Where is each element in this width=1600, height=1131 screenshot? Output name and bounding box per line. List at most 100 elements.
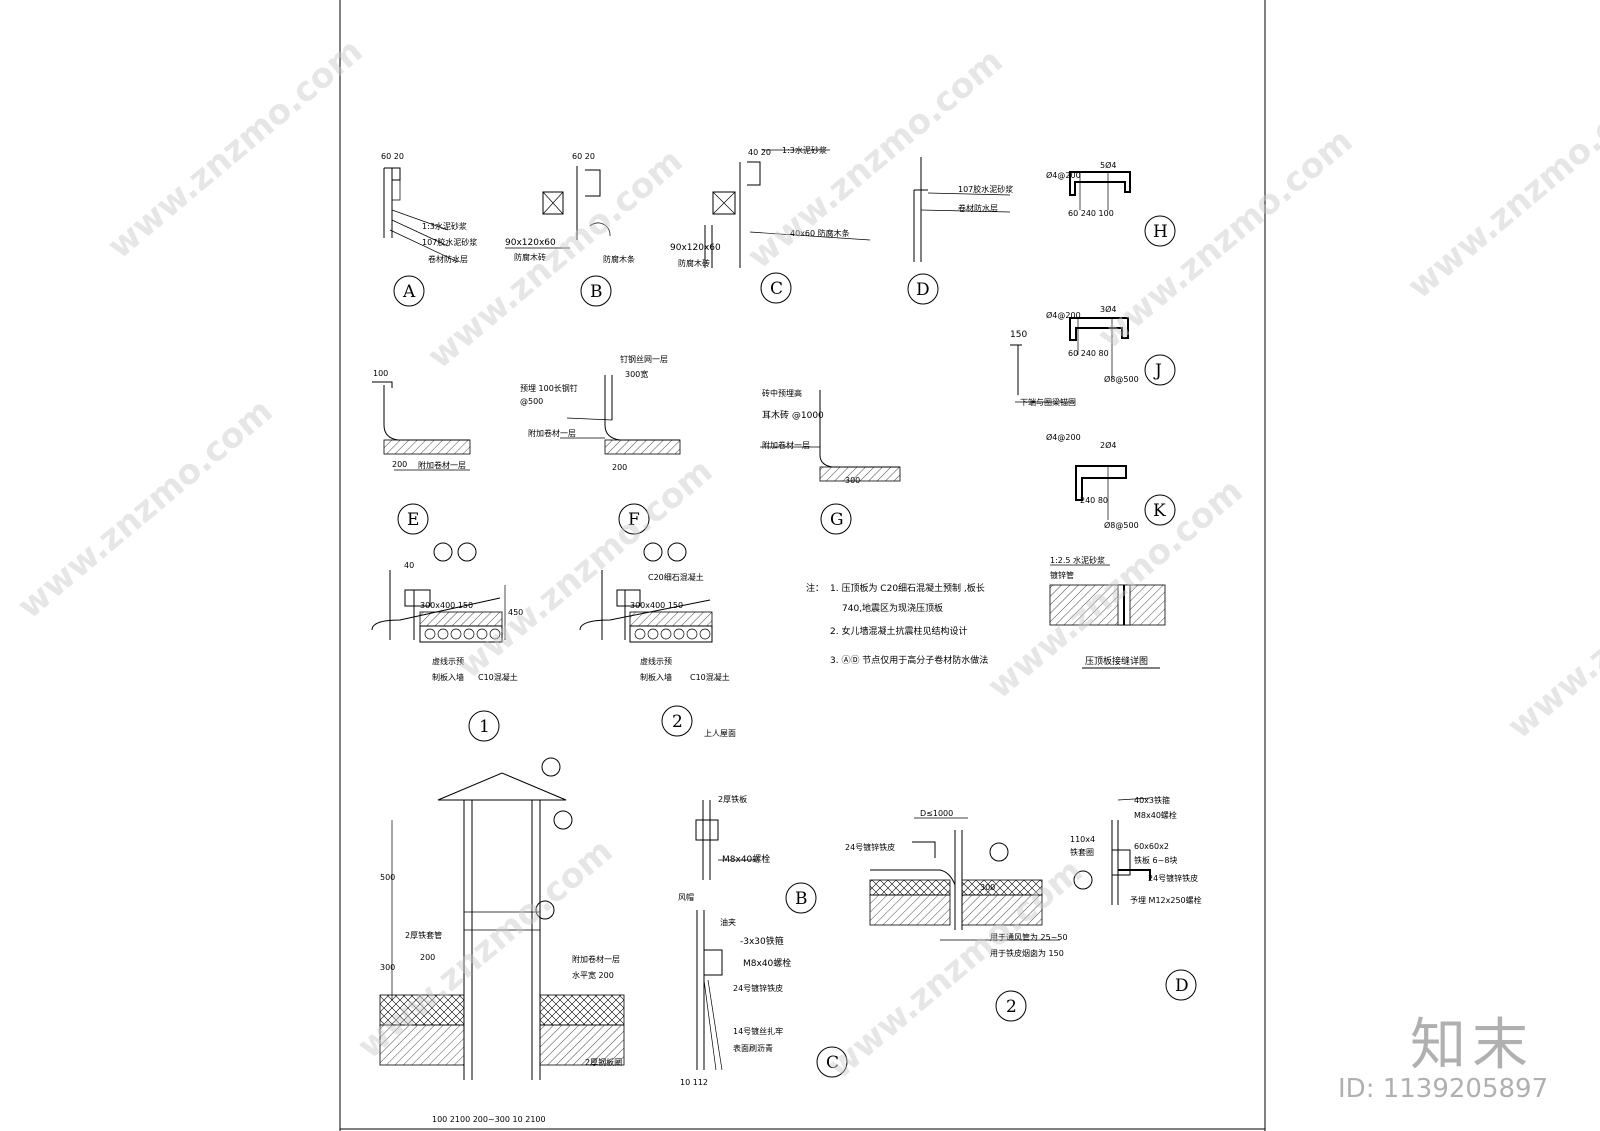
detail-h-note-3: 60 240 100 (1068, 209, 1114, 218)
watermark-layer: www.znzmo.com www.znzmo.com www.znzmo.co… (10, 31, 1600, 1087)
section-1: 40 300x400 150 450 虚线示预 制板入墙 C10混凝土 (371, 542, 523, 682)
section-1-dim-3: 450 (508, 608, 523, 617)
detail-b: 60 20 90x120x60 防腐木砖 防腐木条 (505, 152, 635, 264)
detail-h-label: H (1144, 215, 1176, 247)
section-2: C20细石混凝土 300x400 150 虚线示预 制板入墙 C10混凝土 上人… (579, 542, 736, 738)
vent-section: 500 2厚铁套管 300 200 附加卷材一层 水平宽 200 2厚钢板圈 1… (379, 757, 625, 1124)
vent-note-3: 水平宽 200 (572, 970, 614, 980)
watermark-text-4: www.znzmo.com (1090, 121, 1360, 357)
section-2-hollow-cores (634, 628, 711, 640)
detail-e-dim-1: 100 (373, 369, 388, 378)
chimney-detail-d-label: D (1165, 969, 1197, 1001)
detail-k-label-text: K (1153, 501, 1166, 521)
vent-bottom-dims: 100 2100 200~300 10 2100 (432, 1115, 546, 1124)
detail-e: 100 200 附加卷材一层 (372, 369, 471, 471)
chimney-note-2: M8x40螺栓 (1134, 810, 1177, 820)
detail-j-note-4: 60 240 80 (1068, 349, 1109, 358)
joint-note-2: 镀锌管 (1050, 570, 1074, 580)
detail-c-note-3: 90x120x60 (670, 243, 721, 253)
chimney-note-4: 铁套圈 (1070, 847, 1094, 857)
detail-k-note-4: Ø8@500 (1104, 520, 1139, 530)
flashing-section: D≤1000 24号镀锌铁皮 用于通风管为 25~50 用于铁皮烟囱为 150 … (845, 809, 1068, 958)
vent-c-note-5: 14号镀丝扎牢 (733, 1026, 783, 1036)
notes-block: 注： 1. 压顶板为 C20细石混凝土预制 ,板长 740,地震区为现浇压顶板 … (806, 582, 988, 666)
detail-g-note-3: 附加卷材一层 (762, 440, 810, 450)
detail-k-note-3: 240 80 (1080, 496, 1108, 505)
detail-j-note-1: Ø4@200 (1046, 310, 1081, 320)
detail-g-label-text: G (830, 510, 844, 530)
detail-j-note-2: 3Ø4 (1100, 304, 1116, 314)
section-2-dim: 300x400 150 (630, 601, 683, 610)
section-1-note-3: C10混凝土 (478, 672, 518, 682)
chimney-note-8: 予埋 M12x250螺栓 (1130, 895, 1202, 905)
section-2-note-4: C10混凝土 (690, 672, 730, 682)
note-1: 1. 压顶板为 C20细石混凝土预制 ,板长 (830, 582, 985, 594)
detail-f-note-5: 附加卷材一层 (528, 428, 576, 438)
vent-c-note-6: 表面刷沥青 (733, 1043, 773, 1053)
detail-h-label-text: H (1153, 222, 1168, 242)
chimney-note-1: 40x3铁箍 (1134, 795, 1170, 805)
flashing-note-1: 24号镀锌铁皮 (845, 842, 895, 852)
detail-f-note-2: 300宽 (625, 369, 648, 379)
section-1-note-1: 虚线示预 (432, 656, 464, 666)
detail-j-label: J (1144, 354, 1176, 386)
watermark-text-7: www.znzmo.com (450, 451, 720, 687)
detail-f-note-4: @500 (520, 397, 543, 406)
section-2-note-3: 制板入墙 (640, 672, 672, 682)
vent-dim-1: 500 (380, 873, 395, 882)
detail-g: 砖中预埋高 耳木砖 @1000 附加卷材一层 300 (760, 388, 901, 485)
watermark-text-5: www.znzmo.com (1400, 71, 1600, 307)
detail-f-label: F (618, 503, 650, 535)
vent-b-note-3: 风帽 (678, 892, 694, 902)
section-2-caption: 上人屋面 (704, 729, 736, 738)
flashing-note-3: 用于铁皮烟囱为 150 (990, 948, 1064, 958)
vent-c-note-1: 油夹 (720, 917, 736, 927)
detail-h-note-2: 5Ø4 (1100, 160, 1116, 170)
vent-note-2: 附加卷材一层 (572, 954, 620, 964)
watermark-text-6: www.znzmo.com (10, 391, 280, 627)
vent-c-note-2: -3x30铁箍 (740, 935, 784, 947)
detail-e-label-text: E (407, 510, 419, 530)
flashing-section-label-text: 2 (1006, 997, 1017, 1017)
detail-b-note-1: 90x120x60 (505, 238, 556, 248)
note-2: 2. 女儿墙混凝土抗震柱见结构设计 (830, 625, 967, 637)
vent-detail-c-label-text: C (826, 1053, 839, 1073)
detail-h: Ø4@200 5Ø4 60 240 100 (1046, 160, 1131, 218)
detail-h-note-1: Ø4@200 (1046, 170, 1081, 180)
detail-e-label: E (397, 503, 429, 535)
detail-b-label-text: B (590, 282, 603, 302)
detail-c-note-4: 防腐木砖 (678, 258, 710, 268)
note-1b: 740,地震区为现浇压顶板 (842, 602, 943, 614)
section-1-label-text: 1 (479, 717, 490, 737)
joint-note-1: 1:2.5 水泥砂浆 (1050, 555, 1105, 565)
section-2-label: 2 (661, 705, 693, 737)
joint-title: 压顶板接缝详图 (1085, 655, 1148, 667)
drawing-id-watermark: ID: 1139205897 (1338, 1074, 1549, 1104)
brand-watermark: 知末 (1410, 1013, 1534, 1078)
vent-detail-b-label: B (785, 882, 817, 914)
vent-dim-2: 300 (380, 963, 395, 972)
detail-d-label-text: D (916, 280, 930, 300)
detail-j-note-6: 下端与圈梁锚固 (1020, 397, 1076, 407)
section-1-dim-2: 300x400 150 (420, 601, 473, 610)
detail-a-label-text: A (402, 282, 416, 302)
detail-j: Ø4@200 3Ø4 150 60 240 80 Ø8@500 下端与圈梁锚固 (1010, 304, 1139, 407)
detail-a-note-1: 1:3水泥砂浆 (422, 221, 467, 231)
vent-note-1: 2厚铁套管 (405, 930, 442, 940)
flashing-dim: D≤1000 (920, 809, 953, 818)
vent-b-note-2: M8x40螺栓 (722, 853, 770, 865)
chimney-note-6: 铁板 6~8块 (1134, 855, 1177, 865)
detail-d-note-1: 107胶水泥砂浆 (958, 184, 1013, 194)
detail-b-note-2: 防腐木砖 (514, 252, 546, 262)
vent-detail-b-label-text: B (795, 889, 808, 909)
detail-c-dimension: 40 20 (748, 148, 771, 157)
vent-c-note-3: M8x40螺栓 (743, 957, 791, 969)
detail-c-label-text: C (770, 279, 783, 299)
section-1-dim-1: 40 (404, 561, 414, 570)
detail-g-note-2: 耳木砖 @1000 (762, 409, 824, 421)
detail-f-note-1: 钉钢丝网一层 (620, 354, 668, 364)
watermark-text-9: www.znzmo.com (1500, 511, 1600, 747)
detail-f-note-3: 预埋 100长钢钉 (520, 383, 578, 393)
detail-k-note-2: 2Ø4 (1100, 440, 1116, 450)
